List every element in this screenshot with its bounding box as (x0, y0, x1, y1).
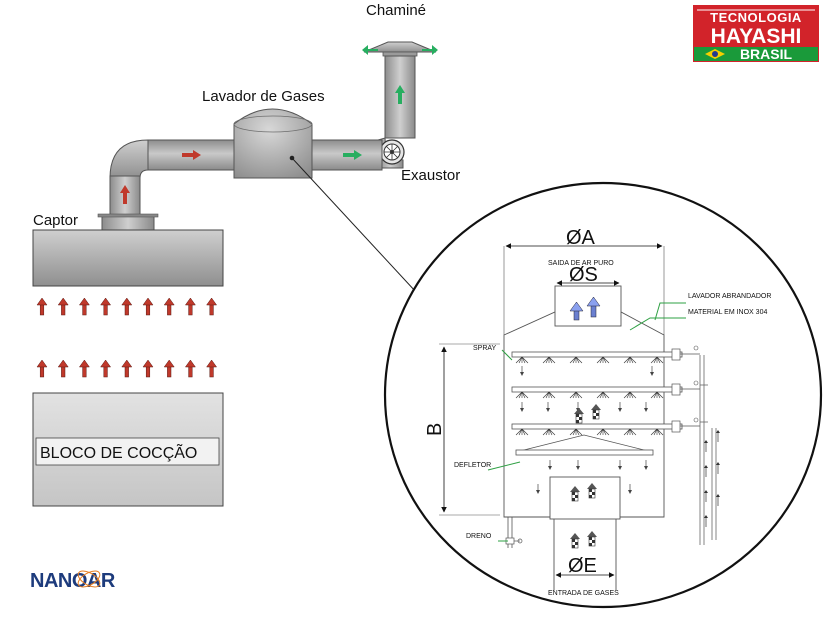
dimension-a-label: ØA (566, 227, 596, 249)
spray-nozzle-icon (569, 428, 583, 436)
red-up-arrow-icon (100, 359, 112, 378)
hood-label: Captor (33, 212, 78, 229)
red-up-arrow-icon (184, 359, 196, 378)
drain-label: DRENO (466, 533, 492, 540)
red-up-arrow-icon (78, 297, 90, 316)
outflow-right-arrow-icon (422, 45, 438, 55)
spray-nozzle-icon (515, 356, 529, 364)
clean-air-outlet-label: SAIDA DE AR PURO (548, 260, 614, 267)
gas-up-arrow-icon (570, 486, 580, 502)
dimension-b-label: B (424, 423, 446, 436)
nanoar-logo-text: NANOAR (30, 570, 116, 592)
flow-green-arrow-icon (343, 150, 362, 160)
gas-up-arrow-icon (591, 404, 601, 420)
leader-lines (487, 302, 686, 542)
spray-nozzle-icon (596, 356, 610, 364)
red-up-arrow-icon (163, 297, 175, 316)
rising-fume-arrows (36, 297, 218, 378)
spray-nozzle-icon (650, 356, 664, 364)
spray-nozzle-icon (650, 391, 664, 399)
hood-captor (32, 213, 224, 287)
gas-up-arrow-icon (570, 533, 580, 549)
spray-nozzle-icon (569, 391, 583, 399)
red-up-arrow-icon (78, 359, 90, 378)
spray-nozzle-icon (542, 428, 556, 436)
hayashi-logo-line2: HAYASHI (711, 25, 802, 48)
red-up-arrow-icon (100, 297, 112, 316)
chimney (362, 41, 438, 139)
red-up-arrow-icon (57, 359, 69, 378)
spray-manifolds (511, 345, 700, 436)
brazil-flag-icon (704, 48, 726, 60)
chimney-label: Chaminé (366, 2, 426, 19)
gas-inlet-label: ENTRADA DE GASES (548, 590, 619, 597)
water-supply-pipes (699, 355, 717, 545)
cooking-block (32, 392, 224, 507)
exhaust-fan (377, 137, 405, 169)
spray-nozzle-icon (569, 356, 583, 364)
spray-nozzle-icon (623, 356, 637, 364)
red-up-arrow-icon (206, 297, 218, 316)
spray-label: SPRAY (473, 345, 497, 352)
spray-nozzle-icon (515, 428, 529, 436)
dimension-lines (439, 243, 665, 578)
hayashi-logo: TECNOLOGIA HAYASHI BRASIL (693, 5, 819, 62)
softening-washer-label: LAVADOR ABRANDADOR (688, 293, 771, 300)
hayashi-logo-line3: BRASIL (740, 46, 793, 62)
gas-up-arrow-icon (587, 483, 597, 499)
water-droplets (520, 366, 654, 494)
red-up-arrow-icon (36, 297, 48, 316)
spray-nozzle-icon (623, 428, 637, 436)
upflow-red-arrow-icon (120, 185, 130, 204)
exhaust-fan-label: Exaustor (401, 167, 460, 184)
clean-air-arrow-icon (569, 296, 601, 321)
flow-red-arrow-icon (182, 150, 201, 160)
spray-nozzle-icon (542, 356, 556, 364)
gas-scrubber (233, 108, 313, 179)
material-label: MATERIAL EM INOX 304 (688, 309, 767, 316)
side-up-arrows (704, 430, 720, 527)
nanoar-logo: NANOAR (30, 570, 116, 592)
inlet-box (549, 476, 621, 520)
spray-nozzle-icon (650, 428, 664, 436)
orbit-icon (77, 570, 101, 588)
dimension-e-label: ØE (568, 555, 597, 577)
duct-hood-to-scrubber (109, 139, 235, 219)
callout-line (291, 157, 417, 293)
gas-flow-arrows (570, 404, 601, 549)
spray-nozzle-icon (596, 391, 610, 399)
red-up-arrow-icon (142, 297, 154, 316)
gas-up-arrow-icon (574, 408, 584, 424)
red-up-arrow-icon (142, 359, 154, 378)
cooking-block-label: BLOCO DE COCÇÃO (40, 442, 197, 462)
detail-view: ØA SAIDA DE AR PURO ØS LAVADOR ABRANDADO… (383, 181, 823, 609)
deflector-label: DEFLETOR (454, 462, 491, 469)
red-up-arrow-icon (184, 297, 196, 316)
red-up-arrow-icon (121, 359, 133, 378)
upflow-green-arrow-icon (395, 85, 405, 104)
red-up-arrow-icon (206, 359, 218, 378)
spray-nozzle-icon (596, 428, 610, 436)
red-up-arrow-icon (36, 359, 48, 378)
gas-up-arrow-icon (587, 531, 597, 547)
spray-nozzle-icon (542, 391, 556, 399)
red-up-arrow-icon (121, 297, 133, 316)
dimension-s-label: ØS (569, 264, 598, 286)
spray-nozzle-icon (623, 391, 637, 399)
deflector (515, 434, 654, 456)
scrubber-label: Lavador de Gases (202, 88, 325, 105)
red-up-arrow-icon (57, 297, 69, 316)
hayashi-logo-line1: TECNOLOGIA (710, 10, 802, 25)
red-up-arrow-icon (163, 359, 175, 378)
spray-nozzle-icon (515, 391, 529, 399)
outflow-left-arrow-icon (362, 45, 378, 55)
